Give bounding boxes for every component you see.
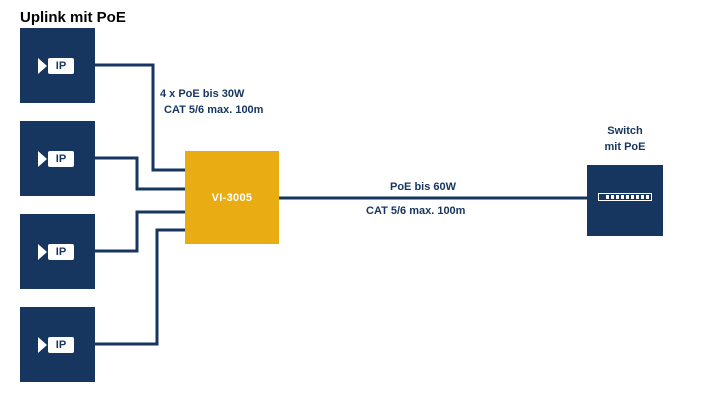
ip-camera-icon: IP bbox=[38, 244, 78, 260]
ip-camera-icon: IP bbox=[38, 337, 78, 353]
ip-camera-icon: IP bbox=[38, 151, 78, 167]
cable-camera-4 bbox=[95, 228, 185, 346]
ip-camera-icon: IP bbox=[38, 58, 78, 74]
poe-switch bbox=[587, 165, 663, 236]
switch-label: Switch mit PoE bbox=[604, 125, 646, 153]
injector-label: VI-3005 bbox=[211, 191, 253, 204]
diagram-title: Uplink mit PoE bbox=[20, 9, 126, 26]
ip-camera-1: IP bbox=[20, 28, 95, 103]
cable-camera-1 bbox=[95, 63, 185, 172]
cable-camera-3 bbox=[95, 210, 185, 253]
poe-injector-box: VI-3005 bbox=[185, 151, 279, 244]
ip-camera-2: IP bbox=[20, 121, 95, 196]
uplink-cable-label: CAT 5/6 max. 100m bbox=[366, 205, 466, 217]
ip-camera-4: IP bbox=[20, 307, 95, 382]
switch-ports-icon bbox=[598, 193, 652, 201]
camera-cable-label: CAT 5/6 max. 100m bbox=[164, 104, 264, 116]
uplink-poe-label: PoE bis 60W bbox=[390, 181, 457, 193]
camera-poe-label: 4 x PoE bis 30W bbox=[160, 88, 245, 100]
ip-camera-3: IP bbox=[20, 214, 95, 289]
cable-camera-2 bbox=[95, 156, 185, 191]
